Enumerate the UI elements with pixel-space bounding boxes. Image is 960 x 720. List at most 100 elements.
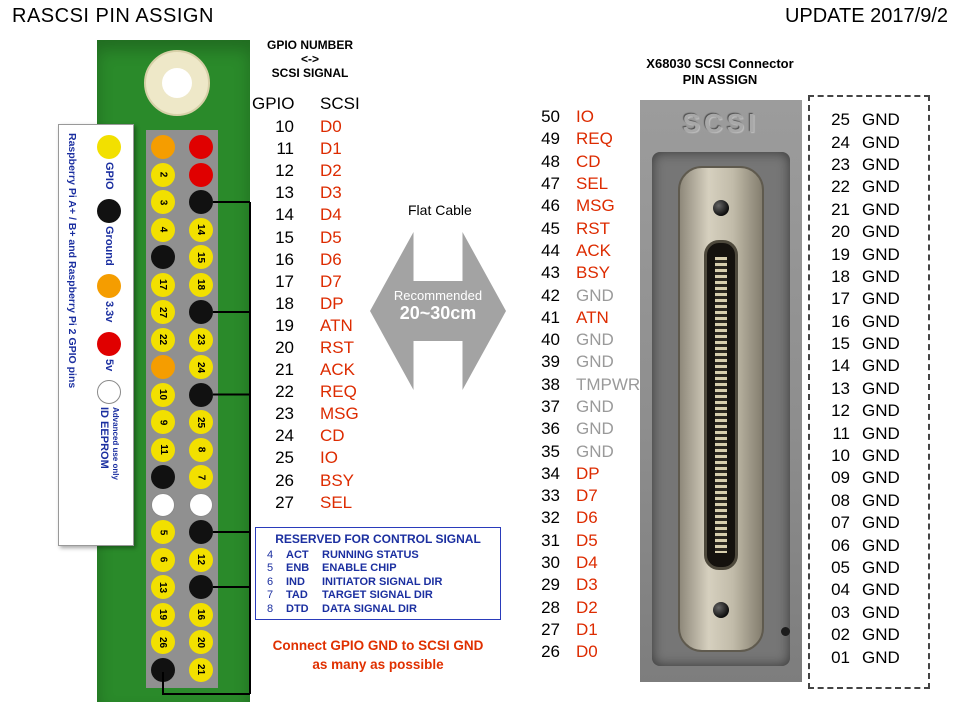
gpio-pin-number: 18	[195, 278, 207, 291]
gnd-pin-number: 03	[831, 602, 850, 622]
scsi-pin-number: 45	[541, 218, 560, 238]
reserved-title: RESERVED FOR CONTROL SIGNAL	[275, 532, 481, 546]
gnd-pin-number: 24	[831, 132, 850, 152]
gpio-pin-8: 8	[189, 437, 213, 462]
gnd-pin-number: 19	[831, 244, 850, 264]
gnd-pin-signal: GND	[862, 602, 900, 622]
scsi-pin-number: 49	[541, 129, 560, 149]
gnd-pin-number: 18	[831, 266, 850, 286]
scsi-pin-number: 40	[541, 330, 560, 350]
panel-screw-hole	[781, 627, 790, 636]
gpio-pin-5: 5	[151, 520, 175, 544]
gpio-number: 12	[275, 161, 294, 181]
connector-frame	[652, 152, 790, 666]
gnd-pin-number: 15	[831, 334, 850, 354]
gpio-number: 11	[276, 139, 294, 159]
scsi-pin-number: 31	[541, 530, 560, 550]
gpio-pin-number: 19	[157, 608, 169, 621]
scsi-pin-signal: D7	[576, 486, 598, 506]
gpio-pin-23: 23	[189, 327, 213, 352]
gpio-pin-12: 12	[189, 547, 213, 572]
scsi-pin-number: 41	[541, 307, 560, 327]
gnd-pin-number: 20	[831, 222, 850, 242]
gpio-number: 25	[275, 448, 294, 468]
legend-item-3v3: 3.3v	[97, 274, 121, 323]
scsi-pin-number: 35	[541, 441, 560, 461]
gpio-pin-number: 23	[195, 333, 207, 346]
legend-item-label: 5v	[103, 358, 115, 371]
scsi-pin-signal: TMPWR	[576, 374, 641, 394]
gnd-pin-signal: GND	[862, 110, 900, 130]
gnd-pin-signal: GND	[862, 647, 900, 667]
scsi-signal: MSG	[320, 404, 359, 424]
gpio-scsi-table-header: GPIO SCSI	[252, 92, 360, 116]
scsi-pin-signal: D1	[576, 619, 598, 639]
gpio-pin-number: 21	[195, 663, 207, 676]
reserved-signal-code: ACT	[286, 548, 309, 561]
legend-item-gnd: Ground	[97, 198, 121, 265]
gpio-pin-gnd	[189, 382, 213, 407]
gnd-pin-signal: GND	[862, 468, 900, 488]
gpio-pin-14: 14	[189, 217, 213, 242]
legend-item-label: 3.3v	[103, 301, 115, 323]
gpio-number: 16	[275, 249, 294, 269]
legend-item-label: ID EEPROM	[98, 406, 110, 469]
reserved-gpio-number: 7	[266, 589, 274, 602]
scsi-pin-number: 26	[541, 642, 560, 662]
gnd-pin-signal: GND	[862, 244, 900, 264]
gpio-pin-20: 20	[189, 630, 213, 654]
gpio-legend: Raspberry Pi A+ / B+ and Raspberry Pi 2 …	[58, 124, 134, 546]
scsi-pin-number: 38	[541, 374, 560, 394]
reserved-gpio-number: 8	[266, 602, 274, 615]
gnd-pin-number: 16	[831, 311, 850, 331]
connector-screw-top	[713, 200, 729, 216]
scsi-pin-number: 43	[541, 263, 560, 283]
x68030-heading-line2: PIN ASSIGN	[682, 72, 758, 87]
gpio-column-header: GPIO	[252, 94, 295, 113]
gpio-pin-number: 27	[157, 306, 169, 318]
reserved-signal-desc: RUNNING STATUS	[322, 548, 419, 561]
page-title: RASCSI PIN ASSIGN	[12, 5, 214, 27]
legend-swatch-gnd	[97, 198, 121, 223]
scsi-signal: D4	[320, 205, 342, 225]
reserved-signal-code: ENB	[286, 562, 310, 575]
scsi-pin-number: 34	[541, 463, 560, 483]
gpio-pin-6: 6	[151, 547, 175, 572]
gpio-pin-number: 4	[157, 226, 169, 233]
scsi-pin-signal: D4	[576, 553, 598, 573]
scsi-pin-number: 50	[541, 107, 560, 127]
gpio-pin-24: 24	[189, 355, 213, 379]
gnd-pin-row: 03 GND	[822, 602, 928, 624]
connector-body	[678, 166, 764, 652]
gpio-pin-19: 19	[151, 602, 175, 627]
legend-swatch-gpio	[97, 135, 121, 159]
gpio-pin-3: 3	[151, 190, 175, 214]
gpio-pin-25: 25	[189, 410, 213, 434]
gnd-pin-number: 04	[831, 580, 850, 600]
gnd-pin-number: 10	[831, 446, 850, 466]
gpio-number: 17	[275, 271, 294, 291]
reserved-signal-code: TAD	[286, 589, 308, 602]
scsi-pin-signal: GND	[576, 397, 614, 416]
gpio-pin-number: 2	[157, 171, 169, 178]
